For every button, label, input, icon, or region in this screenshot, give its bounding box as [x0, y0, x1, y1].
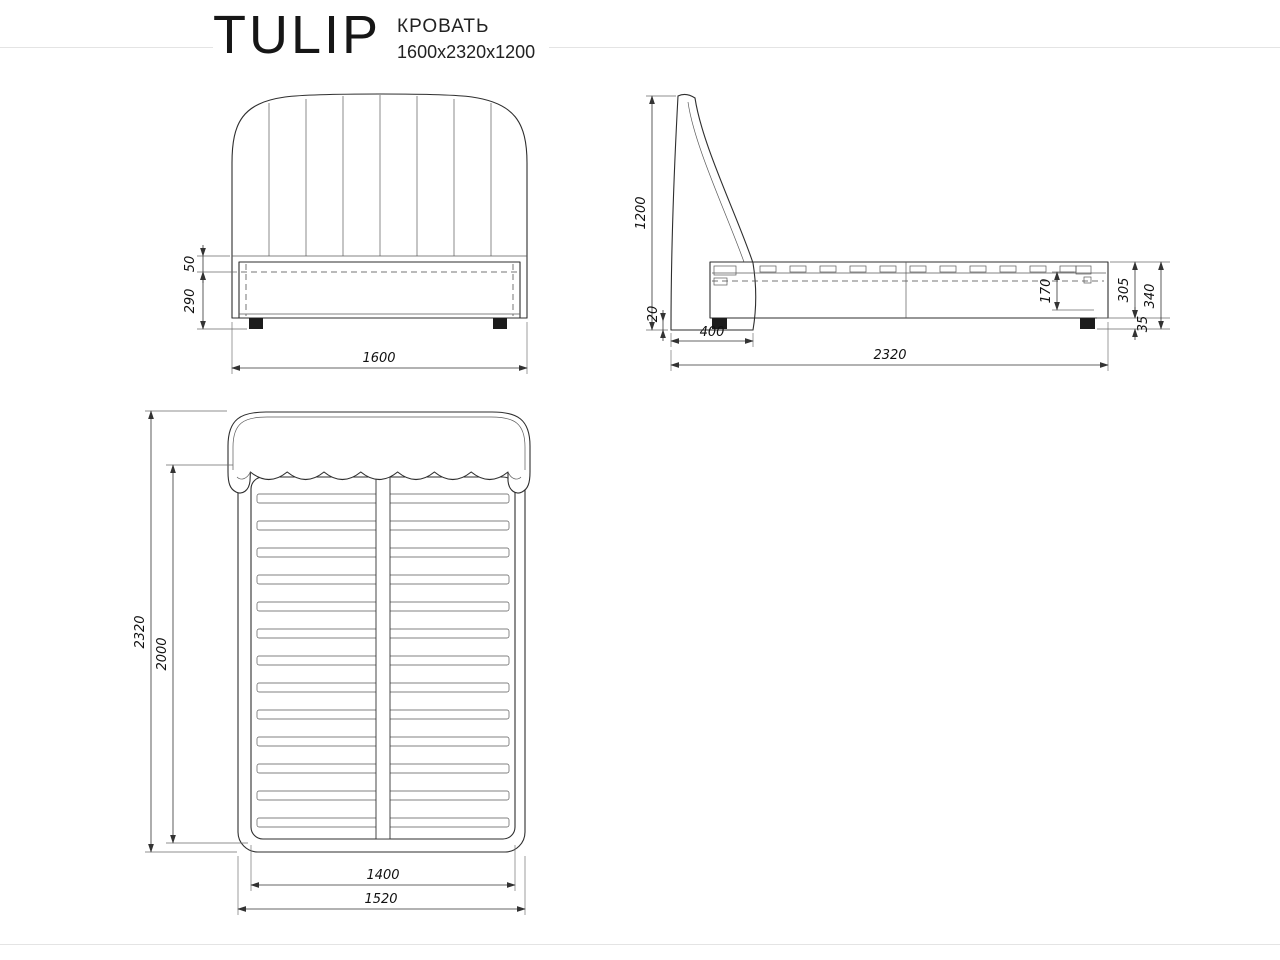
dim-label-side-frame-height: 305: [1117, 278, 1132, 303]
dim-label-side-foot-height: 35: [1136, 316, 1151, 333]
side-slat-marks: [759, 265, 1077, 273]
front-headboard-channel-lines: [268, 95, 492, 256]
dim-label-top-sleep-width: 1400: [366, 868, 399, 883]
top-headboard: [227, 411, 531, 494]
front-headboard-outline: [231, 93, 528, 319]
dim-label-side-total-base-height: 340: [1143, 284, 1158, 309]
dim-label-top-sleep-length: 2000: [155, 637, 170, 670]
side-view: 1200 20 400 2320 170: [634, 93, 1170, 371]
dim-label-front-base-height: 290: [183, 289, 198, 314]
product-type: КРОВАТЬ: [397, 16, 490, 37]
dim-label-side-headboard-depth: 400: [700, 325, 725, 340]
bottom-border-line: [0, 944, 1280, 945]
side-lift-hardware: [713, 265, 1092, 286]
product-size: 1600х2320х1200: [397, 42, 536, 62]
side-base: [709, 261, 1109, 319]
product-subtitle-block: КРОВАТЬ 1600х2320х1200: [397, 16, 535, 63]
title-block: TULIP КРОВАТЬ 1600х2320х1200: [213, 5, 550, 65]
top-dimensions: 2320 2000 1400 1520: [133, 410, 526, 915]
dim-label-side-height: 1200: [634, 196, 649, 229]
front-feet: [249, 318, 507, 329]
side-feet: [712, 318, 1095, 329]
dim-label-top-length-total: 2320: [133, 615, 148, 648]
top-center-rail: [375, 476, 391, 840]
dim-label-front-width: 1600: [362, 351, 395, 366]
top-view: 2320 2000 1400 1520: [133, 410, 531, 915]
dim-label-side-floor-gap: 20: [646, 306, 661, 323]
dim-label-side-inner-height: 170: [1039, 279, 1054, 304]
side-headboard-profile: [670, 93, 757, 331]
product-title: TULIP: [213, 5, 382, 65]
dim-label-top-frame-width: 1520: [364, 892, 397, 907]
side-dimensions: 1200 20 400 2320 170: [634, 95, 1170, 371]
front-dimensions: 50 290 1600: [183, 245, 528, 374]
front-base: [238, 261, 521, 319]
dim-label-side-length: 2320: [873, 348, 906, 363]
front-view: 50 290 1600: [183, 93, 528, 374]
dim-label-front-lip: 50: [183, 256, 198, 273]
top-border-line: [0, 47, 1280, 48]
